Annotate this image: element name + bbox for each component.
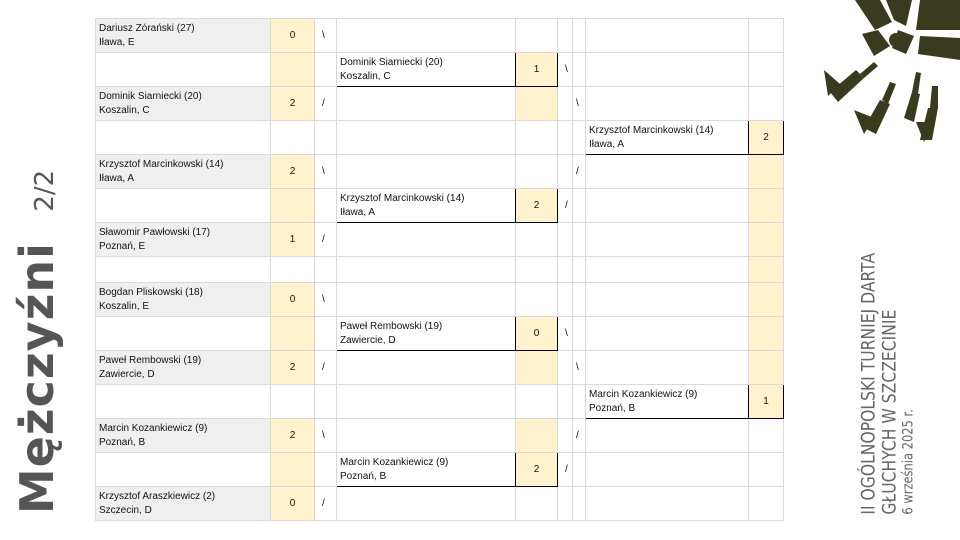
bracket-connector: \ xyxy=(572,350,586,385)
bracket-connector: \ xyxy=(572,86,586,121)
player-cell: Dariusz Zórański (27)Iława, E xyxy=(95,18,271,53)
bracket-table: Dariusz Zórański (27)Iława, E 0 \ Domini… xyxy=(95,18,784,521)
player-cell: Krzysztof Marcinkowski (14)Iława, A xyxy=(95,154,271,189)
player-cell: Krzysztof Marcinkowski (14)Iława, A xyxy=(585,120,749,155)
player-cell: Dominik Siarniecki (20)Koszalin, C xyxy=(95,86,271,121)
bracket-connector: / xyxy=(572,418,586,453)
player-score: 2 xyxy=(515,188,558,223)
empty-score-slot xyxy=(515,86,558,121)
player-score: 2 xyxy=(270,154,315,189)
player-score: 1 xyxy=(270,222,315,257)
bracket-connector: / xyxy=(557,188,573,223)
player-score: 0 xyxy=(270,282,315,317)
empty-score-slot xyxy=(748,350,784,385)
player-cell: Dominik Siarniecki (20)Koszalin, C xyxy=(336,52,516,87)
empty-score-slot xyxy=(270,452,315,487)
bracket-connector: \ xyxy=(314,18,337,53)
empty-score-slot xyxy=(748,282,784,317)
bracket-connector: \ xyxy=(314,154,337,189)
empty-score-slot xyxy=(270,52,315,87)
player-cell: Marcin Kozankiewicz (9)Poznań, B xyxy=(585,384,749,419)
player-cell: Krzysztof Araszkiewicz (2)Szczecin, D xyxy=(95,486,271,521)
bracket-connector: \ xyxy=(314,282,337,317)
category-title: Mężczyźni xyxy=(10,242,64,515)
event-title-line2: GŁUCHYCH W SZCZECINIE xyxy=(878,309,901,515)
player-score: 0 xyxy=(515,316,558,351)
player-score: 1 xyxy=(748,384,784,419)
page-indicator: 2/2 xyxy=(30,169,60,212)
empty-score-slot xyxy=(748,154,784,189)
bracket-connector: \ xyxy=(314,418,337,453)
player-score: 2 xyxy=(748,120,784,155)
player-cell: Paweł Rembowski (19)Zawiercie, D xyxy=(95,350,271,385)
player-score: 2 xyxy=(270,350,315,385)
bracket-connector: / xyxy=(314,350,337,385)
dartboard-with-darts-icon xyxy=(824,0,960,142)
bracket-connector: / xyxy=(314,86,337,121)
bracket-connector: / xyxy=(314,486,337,521)
player-cell: Sławomir Pawłowski (17)Poznań, E xyxy=(95,222,271,257)
empty-score-slot xyxy=(748,316,784,351)
player-score: 1 xyxy=(515,52,558,87)
event-info: II OGÓLNOPOLSKI TURNIEJ DARTA GŁUCHYCH W… xyxy=(857,195,918,515)
bracket-connector: / xyxy=(314,222,337,257)
empty-score-slot xyxy=(515,418,558,453)
bracket-connector: / xyxy=(557,452,573,487)
bracket-connector: / xyxy=(572,154,586,189)
side-title: Mężczyźni 2/2 xyxy=(10,170,64,514)
empty-score-slot xyxy=(748,222,784,257)
player-score: 0 xyxy=(270,486,315,521)
player-cell: Marcin Kozankiewicz (9)Poznań, B xyxy=(336,452,516,487)
event-title-line1: II OGÓLNOPOLSKI TURNIEJ DARTA xyxy=(857,252,880,515)
event-date: 6 września 2025 r. xyxy=(900,409,917,515)
player-score: 2 xyxy=(270,86,315,121)
player-cell: Krzysztof Marcinkowski (14)Iława, A xyxy=(336,188,516,223)
bracket-connector: \ xyxy=(557,316,573,351)
player-cell: Bogdan Pliskowski (18)Koszalin, E xyxy=(95,282,271,317)
empty-score-slot xyxy=(270,316,315,351)
bracket-connector: \ xyxy=(557,52,573,87)
empty-score-slot xyxy=(270,188,315,223)
player-score: 2 xyxy=(515,452,558,487)
player-score: 2 xyxy=(270,418,315,453)
player-score: 0 xyxy=(270,18,315,53)
empty-score-slot xyxy=(748,256,784,283)
empty-score-slot xyxy=(748,188,784,223)
player-cell: Paweł Rembowski (19)Zawiercie, D xyxy=(336,316,516,351)
empty-score-slot xyxy=(515,350,558,385)
player-cell: Marcin Kozankiewicz (9)Poznań, B xyxy=(95,418,271,453)
